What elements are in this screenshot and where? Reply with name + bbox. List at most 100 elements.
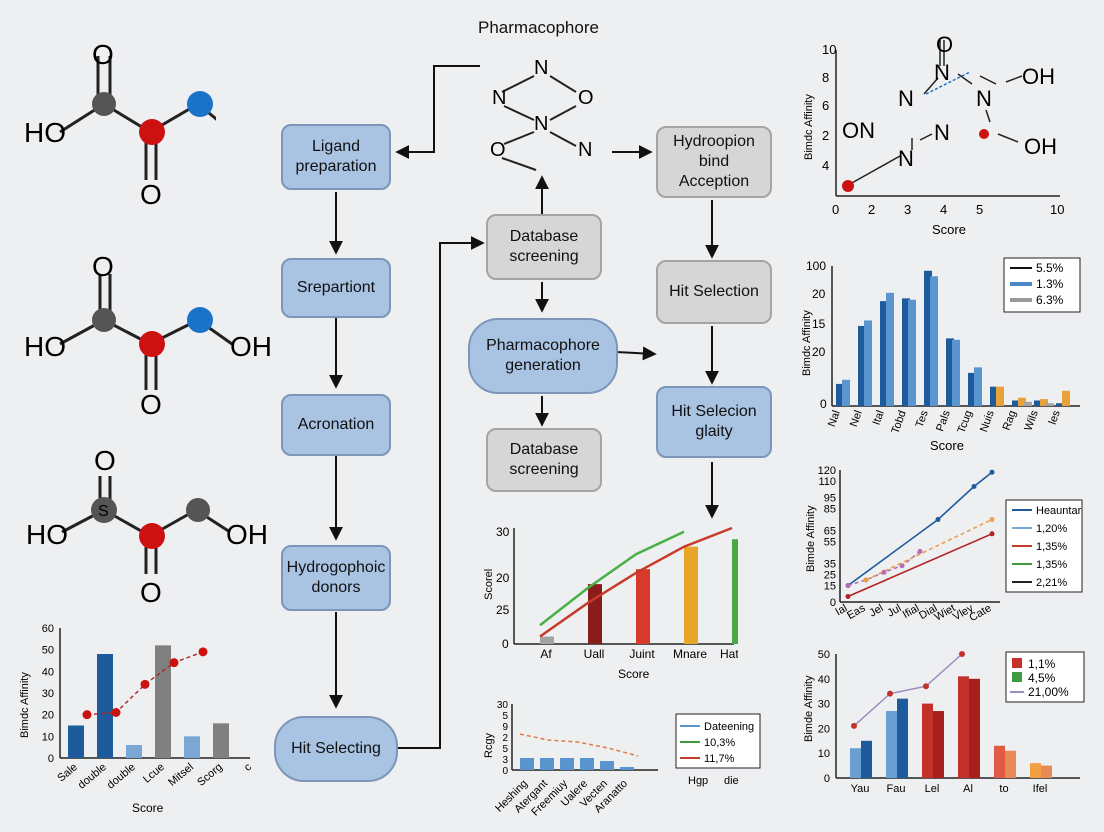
x-axis-label: Score	[930, 438, 964, 453]
bar-group	[68, 645, 229, 758]
oxygen-atom	[139, 119, 165, 145]
y-tick: 95	[824, 493, 836, 505]
svg-text:N: N	[578, 139, 592, 161]
y-tick: 4	[822, 158, 829, 173]
svg-text:O: O	[94, 445, 116, 476]
bar	[620, 767, 634, 770]
legend-label: 1,20%	[1036, 523, 1067, 535]
x-tick: Eas	[845, 602, 868, 622]
y-tick: 50	[818, 649, 830, 661]
svg-text:N: N	[534, 57, 548, 79]
x-tick: Tes	[914, 408, 931, 429]
bar	[520, 758, 534, 770]
bar	[850, 748, 861, 778]
y-tick: 5	[502, 711, 508, 722]
data-point	[989, 531, 995, 537]
legend-label: 1,1%	[1028, 657, 1056, 671]
x-tick: double	[76, 761, 109, 791]
y-tick: 0	[48, 753, 54, 765]
oxygen-atom	[139, 331, 165, 357]
bar	[184, 736, 200, 758]
svg-text:OH: OH	[226, 519, 268, 550]
svg-text:N: N	[898, 86, 914, 111]
database-screening-node-bottom: Database screening	[486, 428, 602, 492]
x-axis-label: Score	[932, 222, 966, 237]
molecule-1: O HO OH O	[24, 39, 216, 210]
line-group	[845, 469, 995, 599]
svg-text:O: O	[140, 577, 162, 608]
arrow-title-to-ligand	[395, 65, 480, 159]
bar	[1041, 765, 1052, 778]
svg-text:O: O	[490, 139, 506, 161]
bar	[974, 367, 982, 406]
bar	[1005, 750, 1016, 778]
bar	[836, 383, 844, 406]
x-tick: Hature	[720, 647, 738, 661]
x-tick: Uall	[584, 647, 605, 661]
x-tick: to	[999, 783, 1008, 795]
chart-top-right: 10 8 6 2 4 0 2 3 4 5 10 Score Bimdc Affi…	[803, 32, 1064, 237]
y-tick: 40	[818, 674, 830, 686]
svg-text:N: N	[934, 60, 950, 85]
bar	[1018, 397, 1026, 406]
data-point	[140, 679, 150, 689]
pharmacophore-generation-node: Pharmacophore generation	[468, 318, 618, 394]
data-point	[971, 484, 977, 489]
svg-text:O: O	[92, 251, 114, 282]
x-tick: Af	[540, 647, 552, 661]
bar	[1024, 401, 1032, 406]
bar	[902, 298, 910, 406]
bar	[864, 320, 872, 406]
series-line	[847, 471, 993, 587]
bar	[1030, 763, 1041, 778]
x-tick: Mnare	[673, 647, 707, 661]
legend-label: 1.3%	[1036, 277, 1064, 291]
bar	[600, 761, 614, 770]
hit-selecion-glaity-node: Hit Selecion glaity	[656, 386, 772, 458]
y-tick: 50	[42, 645, 54, 657]
y-tick: 10	[42, 731, 54, 743]
y-axis-label: Bimdc Affinity	[803, 94, 815, 160]
y-tick: 20	[818, 723, 830, 735]
hydroopion-bind-acception-node: Hydroopion bind Acception	[656, 126, 772, 198]
carbon-atom	[92, 92, 116, 116]
bar	[580, 758, 594, 770]
x-tick: Tcug	[956, 409, 975, 435]
data-point	[169, 658, 179, 668]
svg-text:N: N	[934, 120, 950, 145]
y-tick: 30	[496, 525, 510, 539]
legend-label: 2,21%	[1036, 577, 1067, 589]
x-tick: 4	[940, 202, 947, 217]
svg-text:N: N	[898, 146, 914, 171]
y-axis-label: Bimdc Affinity	[19, 672, 31, 738]
bar	[994, 745, 1005, 778]
y-tick: 0	[830, 597, 836, 609]
bar	[933, 711, 944, 778]
x-tick: Pals	[934, 408, 953, 433]
y-tick: 0	[502, 637, 509, 651]
y-tick: 20	[496, 571, 510, 585]
data-point	[851, 722, 857, 729]
svg-text:N: N	[976, 86, 992, 111]
x-tick: Tobd	[889, 409, 908, 436]
x-tick: Lel	[925, 783, 940, 795]
bar	[732, 539, 738, 644]
y-tick: 65	[824, 526, 836, 538]
bar	[588, 584, 602, 644]
bar	[126, 745, 142, 758]
y-tick: 100	[806, 259, 826, 273]
y-axis-label: Rcgy	[483, 732, 495, 758]
y-tick: 0	[824, 773, 830, 785]
legend-label: 10,3%	[704, 737, 735, 749]
y-tick: 3	[502, 755, 508, 766]
legend-label: Dateening	[704, 721, 754, 733]
y-tick: 55	[824, 537, 836, 549]
bar	[946, 338, 954, 406]
hydrogophoic-donors-node: Hydrogophoic donors	[281, 545, 391, 611]
